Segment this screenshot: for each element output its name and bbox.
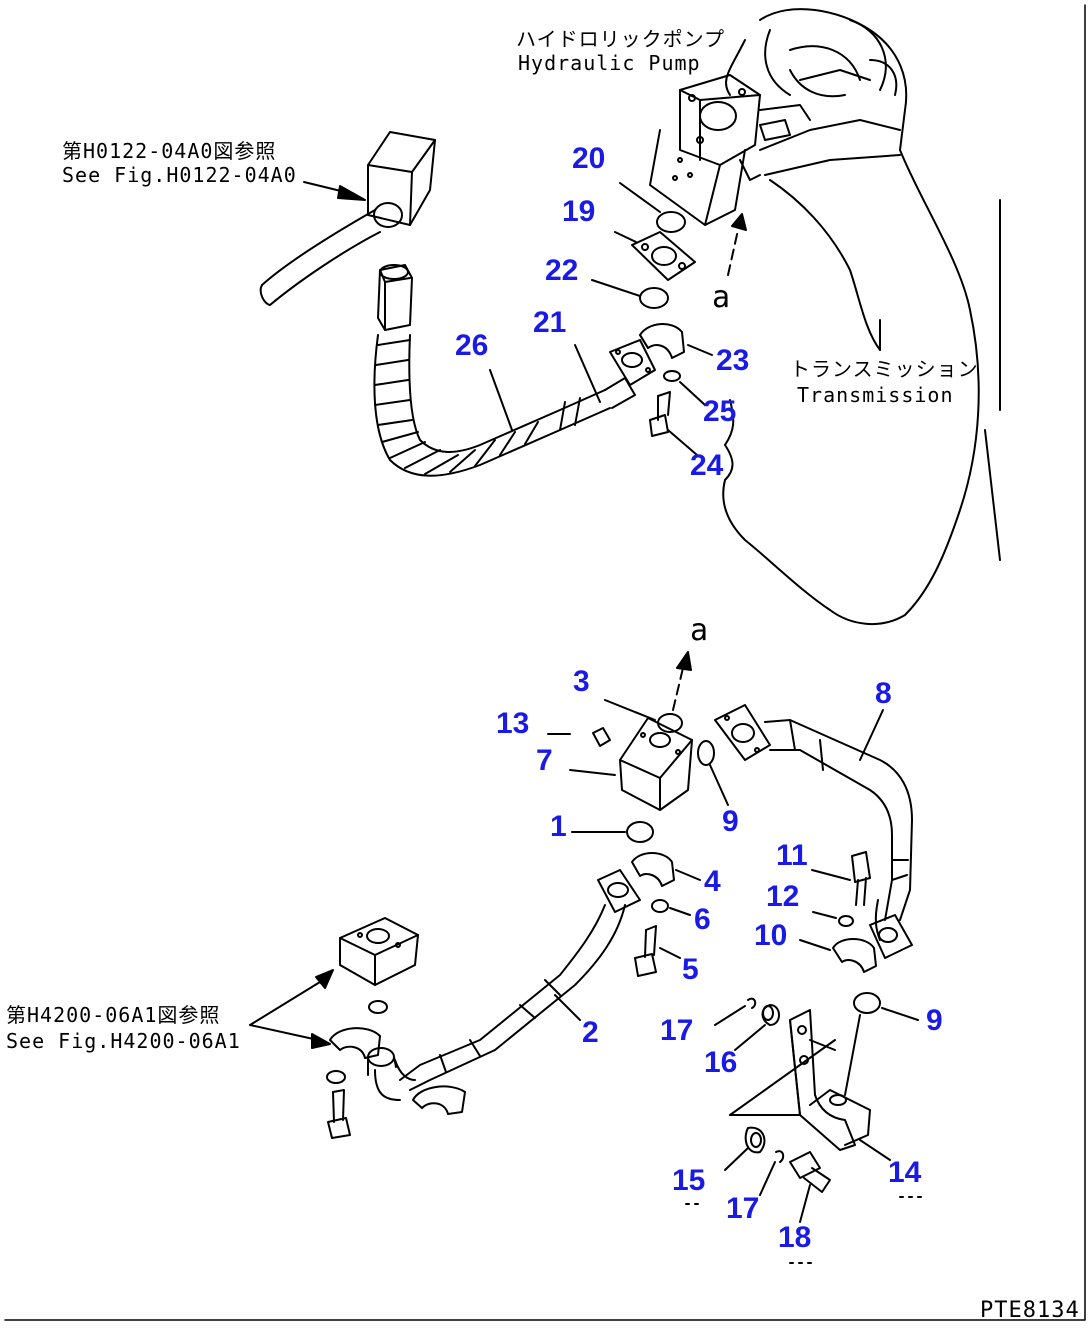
callout-11: 11 [776,839,808,872]
callout-25: 25 [703,395,737,428]
ref2-label-jp: 第H4200-06A1図参照 [6,1003,221,1027]
hydraulic-pump-drawing [649,8,908,226]
callout-8: 8 [875,677,892,710]
adapter-block-7 [547,699,729,843]
callout-15: 15 [672,1164,706,1197]
callout-16: 16 [704,1046,738,1079]
callout-26: 26 [455,329,489,362]
callout-9-lower: 9 [926,1004,943,1037]
transmission-label-jp: トランスミッション [790,357,979,381]
callout-22: 22 [545,254,579,287]
callout-20: 20 [572,142,606,175]
callout-2: 2 [582,1016,599,1049]
callout-12: 12 [766,880,800,913]
pump-label-jp: ハイドロリックポンプ [516,27,725,51]
callout-4: 4 [704,865,721,898]
upper-reference-fitting [259,131,436,306]
callout-18: 18 [778,1221,812,1254]
callout-17-upper: 17 [660,1014,694,1047]
arrow-a-mid-label: a [690,613,709,648]
upper-small-parts [489,182,713,456]
bracket-14 [685,997,926,1264]
callout-10: 10 [754,919,788,952]
callout-6: 6 [694,903,711,936]
callout-21: 21 [533,306,567,339]
callout-13: 13 [496,707,530,740]
callout-9-upper: 9 [722,805,739,838]
ref1-label-en: See Fig.H0122-04A0 [62,163,297,187]
ref1-label-jp: 第H0122-04A0図参照 [62,139,277,163]
ref2-label-en: See Fig.H4200-06A1 [6,1029,241,1053]
callout-23: 23 [716,344,750,377]
callout-1: 1 [550,810,567,843]
transmission-outline [722,149,1001,626]
drawing-code: PTE8134 [980,1298,1080,1323]
hose-2 [367,852,701,1115]
hose-26 [373,264,656,477]
lower-reference-parts [249,917,419,1139]
callout-19: 19 [562,195,596,228]
tube-8 [714,704,919,1021]
callout-24: 24 [690,449,724,482]
callout-3: 3 [573,665,590,698]
transmission-label-en: Transmission [797,383,954,407]
callout-14: 14 [888,1156,922,1189]
arrow-a-top [727,213,747,276]
arrow-a-top-label: a [712,280,731,315]
arrow-a-mid [672,651,692,711]
callout-7: 7 [536,744,553,777]
callout-17-lower: 17 [726,1192,760,1225]
pump-label-en: Hydraulic Pump [518,51,701,75]
callout-5: 5 [682,953,699,986]
